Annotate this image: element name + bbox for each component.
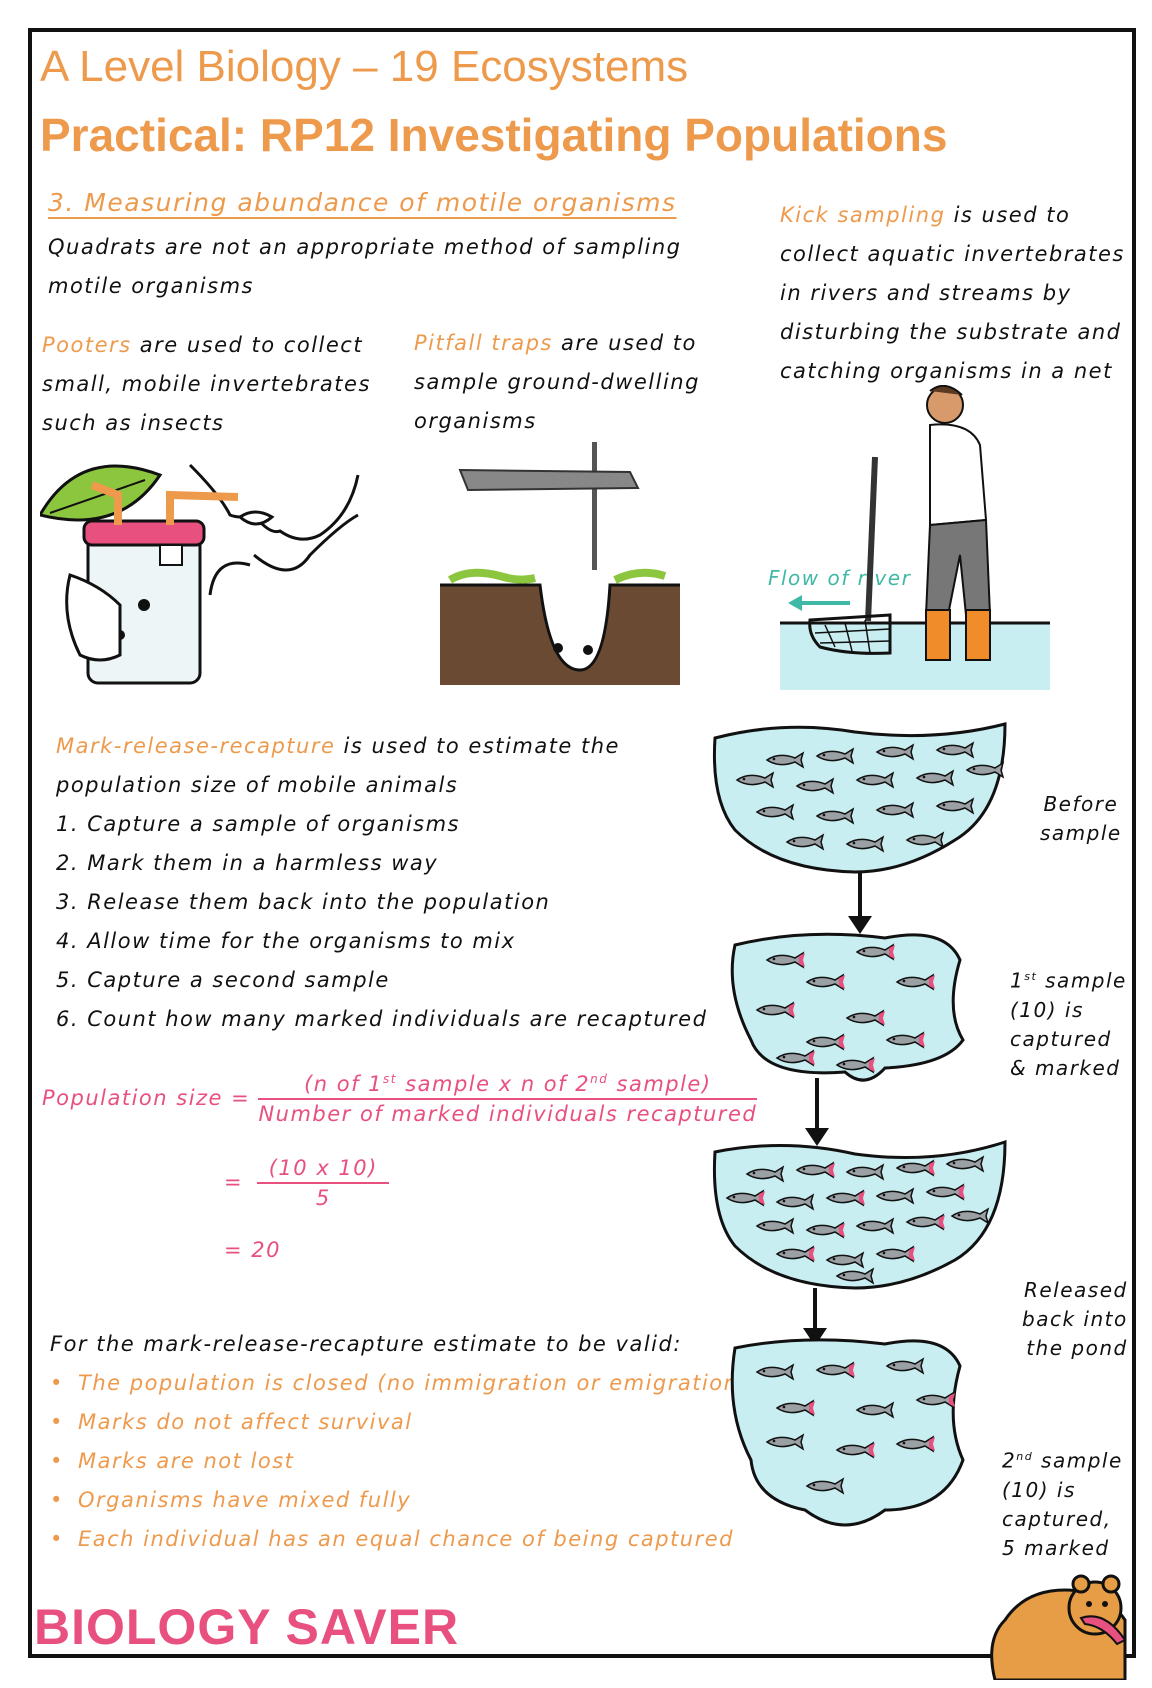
title-line-1: A Level Biology – 19 Ecosystems <box>40 42 689 91</box>
mrr-step: 2. Mark them in a harmless way <box>56 851 439 875</box>
label-line: Released <box>1023 1278 1128 1302</box>
pitfall-text: Pitfall traps are used to sample ground-… <box>414 324 700 441</box>
page-border <box>28 28 1136 1658</box>
label-line: (10) is <box>1010 997 1084 1022</box>
pitfall-line: organisms <box>414 409 537 433</box>
kick-sampling-term: Kick sampling <box>780 203 946 227</box>
label-line: sample <box>1040 821 1122 845</box>
label-line: Before <box>1043 792 1119 816</box>
mrr-line: population size of mobile animals <box>56 773 459 797</box>
validity-bullet: Each individual has an equal chance of b… <box>50 1520 748 1559</box>
boot-icon <box>925 609 951 661</box>
formula-step-2: = (10 x 10) 5 <box>224 1156 390 1210</box>
mrr-step: 3. Release them back into the population <box>56 890 551 914</box>
kick-line: catching organisms in a net <box>780 359 1113 383</box>
pitfall-line: are used to <box>552 331 697 355</box>
label-second-sample: 2nd sample (10) is captured, 5 marked <box>1002 1442 1123 1563</box>
kick-line: disturbing the substrate and <box>780 320 1122 344</box>
mrr-text: Mark-release-recapture is used to estima… <box>56 727 707 1039</box>
kick-sampling-illustration <box>780 385 1050 690</box>
insect-icon <box>553 643 563 653</box>
validity-list: The population is closed (no immigration… <box>50 1364 748 1559</box>
validity-bullet: Marks are not lost <box>50 1442 748 1481</box>
validity-bullet: Organisms have mixed fully <box>50 1481 748 1520</box>
formula-result: = 20 <box>224 1238 281 1262</box>
formula-label: Population size = <box>42 1086 251 1110</box>
pooter-illustration <box>40 463 360 685</box>
label-line: & marked <box>1010 1055 1121 1080</box>
validity-bullet: Marks do not affect survival <box>50 1403 748 1442</box>
intro-line: Quadrats are not an appropriate method o… <box>48 235 682 259</box>
formula-denominator: Number of marked individuals recaptured <box>258 1102 758 1126</box>
label-line: captured, <box>1002 1506 1112 1531</box>
title-line-2: Practical: RP12 Investigating Population… <box>40 109 948 161</box>
label-released: Released back into the pond <box>1022 1276 1128 1363</box>
hand-icon <box>65 573 122 662</box>
shirt-icon <box>929 423 988 527</box>
formula-fraction: (n of 1st sample x n of 2nd sample) Numb… <box>258 1072 758 1126</box>
intro-line: motile organisms <box>48 274 254 298</box>
mrr-step: 4. Allow time for the organisms to mix <box>56 929 516 953</box>
label-line: the pond <box>1026 1336 1128 1360</box>
kick-sampling-text: Kick sampling is used to collect aquatic… <box>780 196 1125 391</box>
biology-saver-logo: BIOLOGY SAVER <box>34 1599 460 1655</box>
mrr-term: Mark-release-recapture <box>56 734 336 758</box>
intro-text: Quadrats are not an appropriate method o… <box>48 228 682 306</box>
pooters-text: Pooters are used to collect small, mobil… <box>42 326 371 443</box>
mouth-icon <box>237 510 275 526</box>
pitfall-term: Pitfall traps <box>414 331 553 355</box>
formula-block: Population size = (n of 1st sample x n o… <box>42 1072 758 1126</box>
arrow-down-icon <box>848 916 872 934</box>
label-line: back into <box>1022 1307 1128 1331</box>
label-before: Before sample <box>1040 790 1122 848</box>
mrr-step: 6. Count how many marked individuals are… <box>56 1007 708 1031</box>
pooters-line: are used to collect <box>131 333 364 357</box>
boot-icon <box>965 609 991 661</box>
salmon-icon <box>1079 1615 1127 1646</box>
formula-step-2-denominator: 5 <box>315 1186 331 1210</box>
arrow-down-icon <box>805 1128 829 1146</box>
pond-diagram <box>712 722 1007 1527</box>
pond-second-sample <box>730 1338 965 1527</box>
soil-icon <box>440 585 680 685</box>
formula-step-2-fraction: (10 x 10) 5 <box>257 1156 390 1210</box>
kick-line: is used to <box>945 203 1071 227</box>
pitfall-line: sample ground-dwelling <box>414 370 700 394</box>
bear-illustration <box>990 1574 1127 1680</box>
jar-lid-icon <box>82 519 206 547</box>
label-line: 2nd sample <box>1002 1448 1123 1473</box>
mrr-line: is used to estimate the <box>335 734 620 758</box>
pooters-line: such as insects <box>42 411 225 435</box>
pitfall-trap-illustration <box>440 442 680 685</box>
validity-bullet: The population is closed (no immigration… <box>50 1364 748 1403</box>
net-icon <box>808 613 892 655</box>
label-first-sample: 1st sample (10) is captured & marked <box>1010 962 1127 1083</box>
equals-sign: = <box>224 1170 244 1194</box>
label-line: 5 marked <box>1002 1535 1110 1560</box>
label-line: (10) is <box>1002 1477 1076 1502</box>
mrr-step: 5. Capture a second sample <box>56 968 390 992</box>
validity-heading: For the mark-release-recapture estimate … <box>50 1332 682 1356</box>
leaf-icon <box>40 464 163 522</box>
river-icon <box>780 623 1050 690</box>
mrr-step: 1. Capture a sample of organisms <box>56 812 460 836</box>
insect-icon <box>138 599 150 611</box>
trousers-icon <box>924 518 992 616</box>
pooters-term: Pooters <box>42 333 132 357</box>
trap-cover-icon <box>458 468 640 492</box>
section-heading: 3. Measuring abundance of motile organis… <box>48 188 677 217</box>
insect-icon <box>583 645 593 655</box>
formula-numerator: (n of 1st sample x n of 2nd sample) <box>258 1072 758 1100</box>
kick-line: in rivers and streams by <box>780 281 1072 305</box>
label-line: 1st sample <box>1010 968 1127 993</box>
kick-line: collect aquatic invertebrates <box>780 242 1125 266</box>
flow-label: Flow of river <box>768 566 912 590</box>
formula-step-2-numerator: (10 x 10) <box>257 1156 390 1184</box>
label-line: captured <box>1010 1026 1112 1051</box>
pooters-line: small, mobile invertebrates <box>42 372 371 396</box>
arrow-down-icon <box>803 1328 827 1346</box>
